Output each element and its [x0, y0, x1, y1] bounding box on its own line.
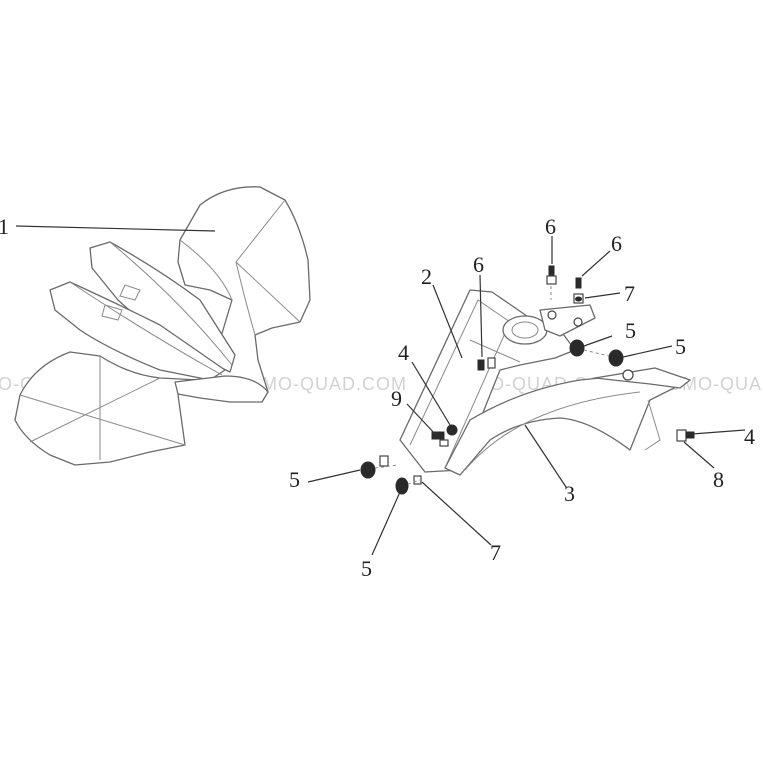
callout-7-top: 7	[624, 281, 635, 306]
bolt-icon	[575, 277, 582, 289]
callout-2: 2	[421, 264, 432, 289]
callout-labels: 1 2 3 4 4 5 5 5 5 6 6 6 7 7 8 9	[0, 214, 755, 581]
spacer-icon	[573, 293, 584, 304]
callout-6-top: 6	[545, 214, 556, 239]
callout-6-top-right: 6	[611, 231, 622, 256]
grommet-icon	[360, 461, 376, 479]
bolt-icon	[477, 357, 496, 371]
bolt-icon	[676, 429, 695, 442]
callout-6-left: 6	[473, 252, 484, 277]
callout-4-right: 4	[744, 424, 755, 449]
callout-4-left: 4	[398, 340, 409, 365]
spacer-icon	[413, 475, 422, 485]
callout-3: 3	[564, 481, 575, 506]
callout-9: 9	[391, 386, 402, 411]
callout-5-right: 5	[675, 334, 686, 359]
grommet-icon	[395, 477, 409, 495]
callout-5-upper: 5	[625, 318, 636, 343]
grommet-icon	[608, 349, 624, 367]
leader-lines	[15, 225, 746, 556]
callout-7-bottom: 7	[490, 540, 501, 565]
grommet-icon	[569, 339, 585, 357]
spacer-icon	[379, 455, 389, 467]
bolt-icon	[546, 265, 557, 285]
callout-5-bottom: 5	[361, 556, 372, 581]
callout-8: 8	[713, 467, 724, 492]
bolt-icon	[431, 431, 449, 447]
front-fender-part	[14, 186, 311, 466]
side-guard-part	[444, 367, 691, 476]
callout-5-left: 5	[289, 467, 300, 492]
fender-bracket-part	[399, 289, 596, 473]
nut-icon	[446, 424, 458, 436]
hardware-group	[360, 265, 695, 495]
callout-1: 1	[0, 214, 9, 239]
